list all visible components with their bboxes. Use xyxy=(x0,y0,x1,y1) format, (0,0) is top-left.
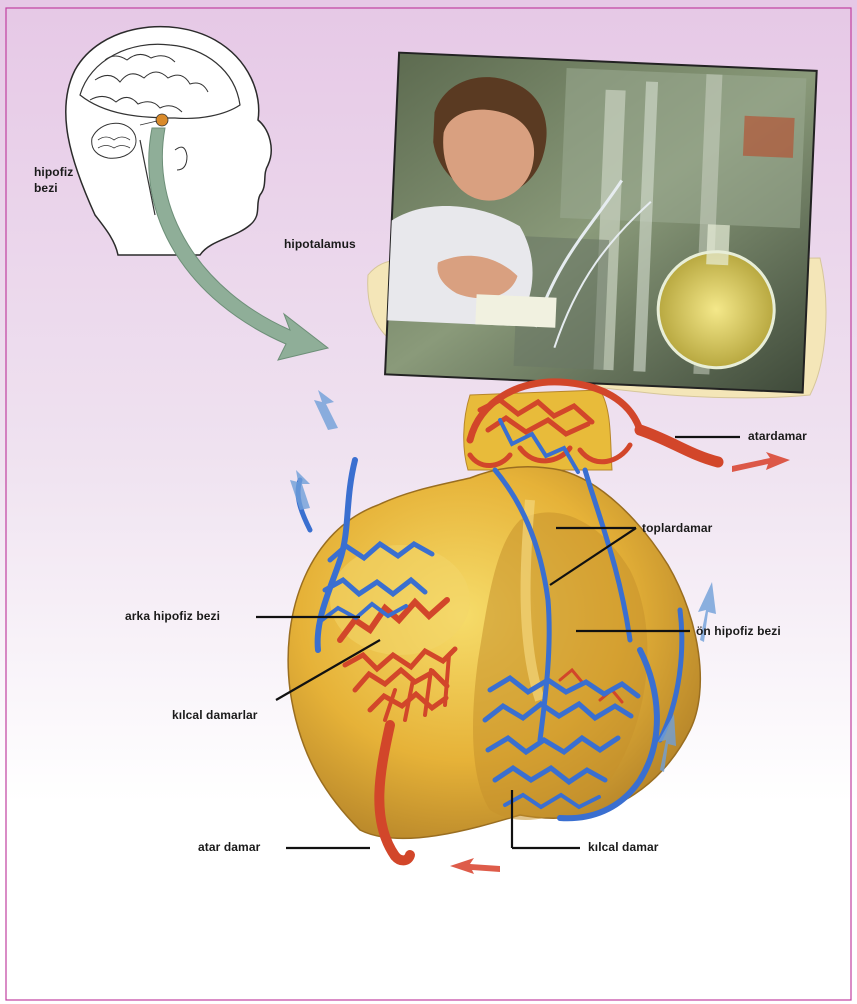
label-on-hipofiz-bezi: ön hipofiz bezi xyxy=(696,624,781,638)
label-kilcal-damarlar: kılcal damarlar xyxy=(172,708,258,722)
laboratory-photo xyxy=(385,53,817,393)
label-toplardamar: toplardamar xyxy=(642,521,712,535)
label-arka-hipofiz-bezi: arka hipofiz bezi xyxy=(125,609,220,623)
label-atardamar: atardamar xyxy=(748,429,807,443)
label-hipofiz-bezi-head: hipofiz bezi xyxy=(34,164,73,196)
label-hipotalamus: hipotalamus xyxy=(284,237,356,251)
label-kilcal-damar: kılcal damar xyxy=(588,840,659,854)
label-atar-damar: atar damar xyxy=(198,840,260,854)
